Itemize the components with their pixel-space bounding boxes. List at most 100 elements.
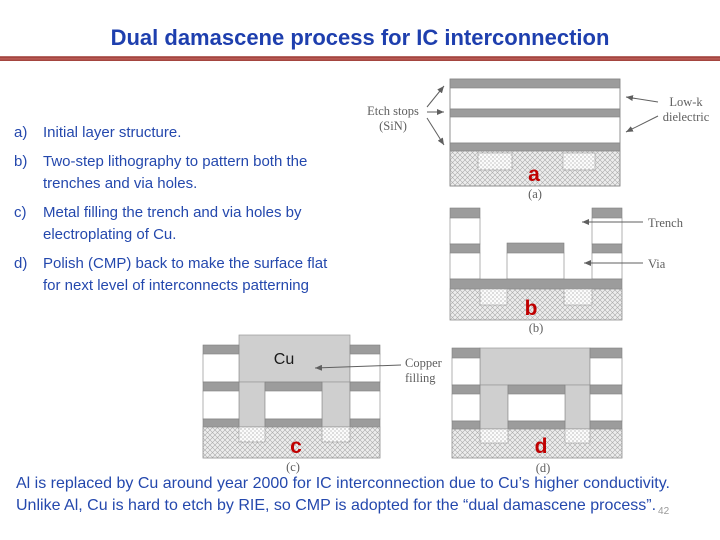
etch-stop-layer xyxy=(451,347,481,359)
copper-fill xyxy=(479,347,591,386)
letter-a: a xyxy=(528,163,540,186)
copper-filling-label: filling xyxy=(405,371,436,385)
step-text: Metal filling the trench and via holes b… xyxy=(43,202,301,246)
etch-stop-layer xyxy=(202,381,240,392)
etch-stop-arrow-bot xyxy=(426,117,445,146)
dielectric-layer xyxy=(349,353,381,383)
contact-pad xyxy=(477,152,513,171)
etch-stop-layer xyxy=(264,381,323,392)
dielectric-layer xyxy=(451,393,481,422)
copper-filling-label: Copper xyxy=(405,356,443,370)
etch-stop-arrow-top xyxy=(426,85,445,108)
etch-stop-layer xyxy=(589,384,623,395)
copper-via xyxy=(479,384,509,430)
lowk-arrow-bot xyxy=(625,115,659,133)
caption-d: (d) xyxy=(536,461,551,475)
dielectric-layer xyxy=(589,393,623,422)
step-text-line: Two-step lithography to pattern both the xyxy=(43,153,308,170)
lowk-arrow-top xyxy=(625,95,659,103)
contact-pad xyxy=(564,428,591,444)
contact-pad xyxy=(563,288,593,306)
dielectric-layer xyxy=(202,353,240,383)
step-marker: b) xyxy=(14,153,28,170)
dielectric-layer xyxy=(507,393,566,422)
step-item-c: c) Metal filling the trench and via hole… xyxy=(14,202,354,246)
step-text-line: Polish (CMP) back to make the surface fl… xyxy=(43,255,328,272)
footer-text: Al is replaced by Cu around year 2000 fo… xyxy=(16,473,716,518)
step-item-d: d) Polish (CMP) back to make the surface… xyxy=(14,253,354,297)
dielectric-layer xyxy=(449,87,621,110)
dielectric-layer xyxy=(591,252,623,280)
caption-b: (b) xyxy=(529,321,544,335)
copper-via xyxy=(238,381,266,428)
letter-c: c xyxy=(290,435,302,458)
etch-stop-layer xyxy=(507,384,566,395)
sin-label: (SiN) xyxy=(379,119,407,133)
dielectric-layer xyxy=(349,390,381,420)
etch-stop-layer xyxy=(202,418,240,428)
dielectric-layer xyxy=(589,357,623,386)
step-marker: d) xyxy=(14,255,28,272)
letter-b: b xyxy=(525,297,538,320)
etch-stop-layer xyxy=(507,420,566,430)
etch-stop-layer xyxy=(449,142,621,152)
diagram-c: Cu Copper filling c (c) xyxy=(202,334,443,474)
step-text-line: Initial layer structure. xyxy=(43,124,182,141)
copper-filling-arrow xyxy=(314,364,402,371)
etch-stops-label: Etch stops xyxy=(367,104,419,118)
caption-c: (c) xyxy=(286,460,300,474)
substrate xyxy=(202,426,381,459)
diagram-a: Etch stops (SiN) Low-k dielectric a (a) xyxy=(367,78,710,201)
dielectric-layer xyxy=(449,252,481,280)
etch-stop-layer xyxy=(349,418,381,428)
etch-stop-layer xyxy=(349,344,381,355)
etch-stop-layer xyxy=(449,207,481,219)
title-divider-line xyxy=(0,56,720,61)
dielectric-layer xyxy=(264,390,323,420)
etch-stop-layer xyxy=(202,344,240,355)
dielectric-label: dielectric xyxy=(663,110,710,124)
copper-fill xyxy=(238,334,351,383)
diagram-d: d (d) xyxy=(451,347,623,475)
step-marker: c) xyxy=(14,204,27,221)
dielectric-layer xyxy=(506,252,565,280)
step-text-line: for next level of interconnects patterni… xyxy=(43,277,309,294)
etch-stop-layer xyxy=(349,381,381,392)
copper-via xyxy=(321,381,351,428)
letter-d: d xyxy=(535,435,548,458)
step-text: Two-step lithography to pattern both the… xyxy=(43,151,307,195)
etch-stop-layer xyxy=(589,347,623,359)
copper-via xyxy=(564,384,591,430)
step-text-line: Metal filling the trench and via holes b… xyxy=(43,204,302,221)
step-text: Initial layer structure. xyxy=(43,122,181,144)
substrate xyxy=(449,288,623,321)
contact-pad xyxy=(238,426,266,443)
etch-stop-layer xyxy=(451,420,481,430)
caption-a: (a) xyxy=(528,187,542,201)
contact-pad xyxy=(562,152,596,171)
dielectric-layer xyxy=(451,357,481,386)
cu-label: Cu xyxy=(274,351,294,368)
diagram-a-outline xyxy=(449,78,621,187)
step-item-b: b) Two-step lithography to pattern both … xyxy=(14,151,354,195)
dielectric-layer xyxy=(449,217,481,245)
step-text: Polish (CMP) back to make the surface fl… xyxy=(43,253,327,297)
process-steps-list: a) Initial layer structure. b) Two-step … xyxy=(14,122,354,297)
trench-label: Trench xyxy=(648,216,684,230)
diagram-b: Trench Via b (b) xyxy=(449,207,684,335)
footer-line: Unlike Al, Cu is hard to etch by RIE, so… xyxy=(16,496,670,517)
etch-stop-layer xyxy=(449,108,621,118)
etch-stop-layer xyxy=(449,278,623,290)
step-text-line: trenches and via holes. xyxy=(43,175,198,192)
etch-stop-layer xyxy=(451,384,481,395)
dielectric-layer xyxy=(202,390,240,420)
step-marker: a) xyxy=(14,124,28,141)
etch-stop-layer xyxy=(589,420,623,430)
step-item-a: a) Initial layer structure. xyxy=(14,122,354,144)
lowk-label: Low-k xyxy=(669,95,703,109)
contact-pad xyxy=(479,288,508,306)
etch-stop-layer xyxy=(506,242,565,254)
etch-stop-layer xyxy=(591,243,623,254)
